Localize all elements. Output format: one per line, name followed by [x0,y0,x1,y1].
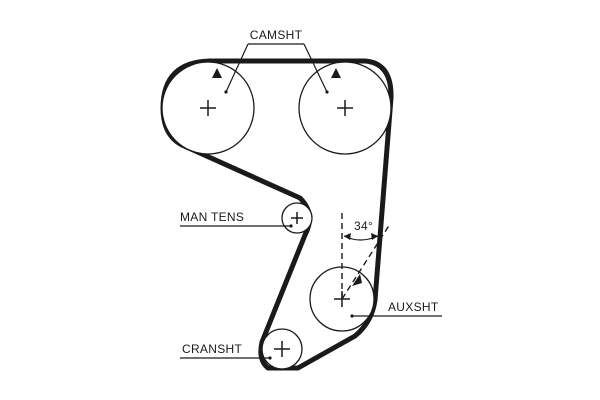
camshaft-label: CAMSHT [250,28,303,42]
crankshaft-leader [180,356,272,360]
crankshaft-label: CRANSHT [182,342,242,356]
camshaft-leader [224,43,329,94]
camshaft-pulley-right [298,61,392,155]
angle-label: 34° [354,219,373,233]
timing-mark-right-icon [331,68,341,78]
crankshaft-pulley [261,328,303,370]
tensioner-pulley [281,202,313,234]
timing-mark-left-icon [212,68,222,78]
tensioner-label: MAN TENS [180,210,244,224]
auxiliary-leader [350,314,442,318]
auxiliary-label: AUXSHT [388,300,439,314]
camshaft-pulley-left [161,61,255,155]
angle-indicator [341,212,391,300]
tensioner-leader [180,224,293,228]
